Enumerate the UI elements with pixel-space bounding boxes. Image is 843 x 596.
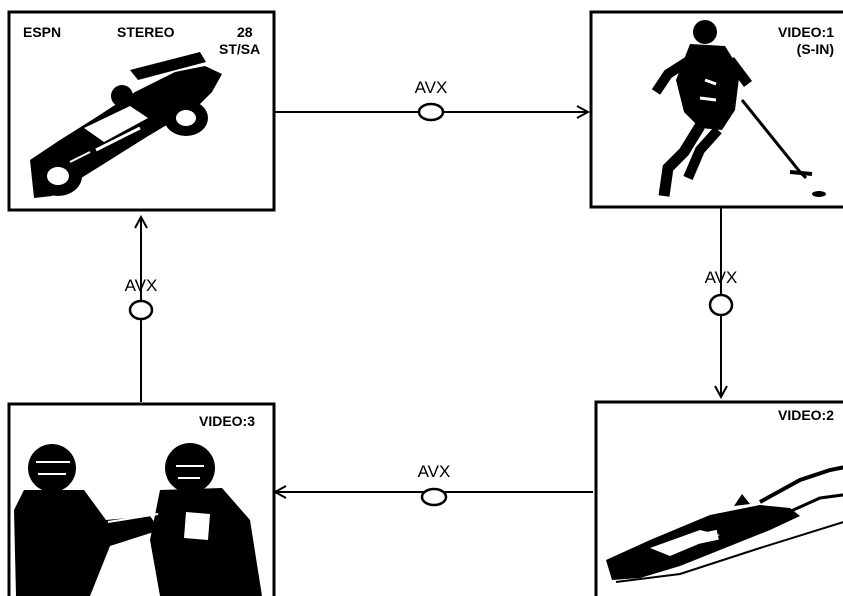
channel-number-label: 28 [237,24,253,40]
video2-label: VIDEO:2 [778,407,834,423]
screen-espn: ESPN STEREO 28 ST/SA [9,12,274,210]
screen-video2: VIDEO:2 [596,402,843,596]
avx-label: AVX [415,78,448,97]
avx-button-circle-icon [422,489,446,505]
avx-label: AVX [705,268,738,287]
channel-label: ESPN [23,24,61,40]
avx-button-circle-icon [130,301,152,319]
audio-mode-label: ST/SA [219,41,260,57]
avx-button-circle-icon [710,295,732,315]
screen-video3: VIDEO:3 [9,404,274,596]
video1-sublabel: (S-IN) [797,41,834,57]
avx-label: AVX [418,462,451,481]
avx-button-circle-icon [419,104,443,120]
screen-video1: VIDEO:1 (S-IN) [591,12,843,207]
avx-button-bottom[interactable]: AVX [418,462,451,505]
avx-label: AVX [125,276,158,295]
video3-label: VIDEO:3 [199,413,255,429]
video1-label: VIDEO:1 [778,24,834,40]
avx-button-top[interactable]: AVX [415,78,448,120]
audio-label: STEREO [117,24,175,40]
